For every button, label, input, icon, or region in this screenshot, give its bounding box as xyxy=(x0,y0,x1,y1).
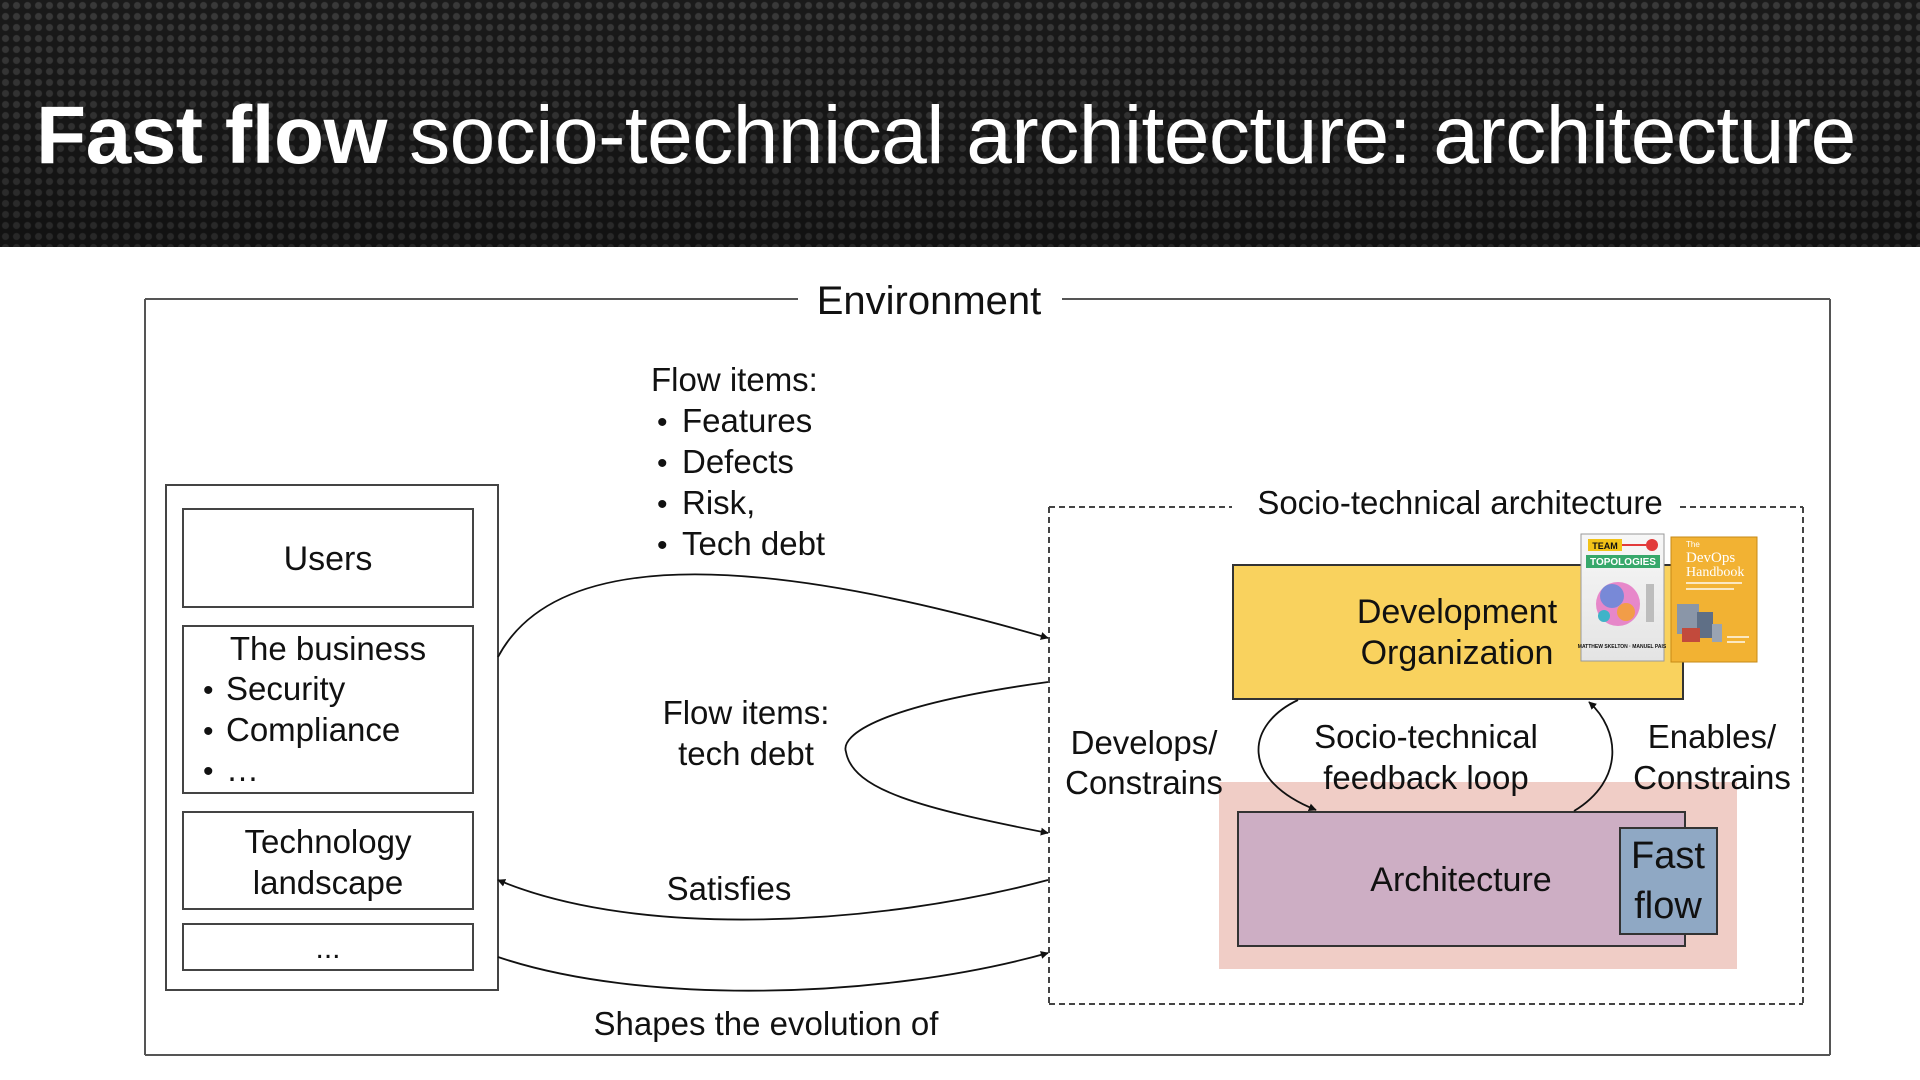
flow-bullet: • xyxy=(657,488,668,521)
flow-bullet: • xyxy=(657,447,668,480)
flow-items-heading: Flow items: xyxy=(651,361,818,398)
flow-bullet: • xyxy=(657,406,668,439)
enables-label-line1: Enables/ xyxy=(1648,718,1777,755)
environment-frame xyxy=(144,298,1831,1056)
more-box xyxy=(182,923,474,971)
sociotech-frame xyxy=(1048,506,1804,1005)
stakeholder-column xyxy=(165,484,499,991)
team-topologies-title-line2: TOPOLOGIES xyxy=(1590,557,1656,568)
feedback-label-line1: Socio-technical xyxy=(1314,718,1538,755)
flow-item-defects: Defects xyxy=(682,443,794,480)
team-topologies-title-line1: TEAM xyxy=(1592,541,1618,551)
slide-title-bold: Fast flow xyxy=(36,90,387,181)
flow-item-tech-debt: Tech debt xyxy=(682,525,825,562)
satisfies-label: Satisfies xyxy=(667,870,792,907)
fast-flow-line2: flow xyxy=(1634,885,1702,927)
business-bullet: • xyxy=(203,755,214,788)
business-box xyxy=(182,625,474,794)
technology-box xyxy=(182,811,474,910)
technology-label-line1: Technology xyxy=(245,823,412,860)
technology-label-line2: landscape xyxy=(253,864,403,901)
tech-debt-flow-line2: tech debt xyxy=(678,735,814,772)
more-label: ... xyxy=(315,932,340,965)
devops-title-line3: Handbook xyxy=(1686,565,1744,580)
business-item-compliance: Compliance xyxy=(226,711,400,748)
flow-bullet: • xyxy=(657,529,668,562)
business-item-more: … xyxy=(226,751,259,788)
title-banner: Fast flow socio-technical architecture: … xyxy=(0,0,1920,247)
fast-flow-line1: Fast xyxy=(1631,835,1705,877)
feedback-label-line2: feedback loop xyxy=(1323,759,1529,796)
enables-label-line2: Constrains xyxy=(1633,759,1791,796)
business-item-security: Security xyxy=(226,670,346,707)
dev-org-label-line2: Organization xyxy=(1361,634,1554,672)
devops-handbook-book: The DevOps Handbook xyxy=(1670,536,1758,663)
devops-title-line1: The xyxy=(1686,540,1700,549)
flow-items-arrow xyxy=(497,573,1049,658)
architecture-box xyxy=(1237,811,1686,947)
flow-item-risk: Risk, xyxy=(682,484,755,521)
architecture-label: Architecture xyxy=(1370,861,1551,899)
team-topologies-book: TEAM TOPOLOGIES MATTHEW SKELTON · MANUEL… xyxy=(1578,533,1667,662)
business-bullet: • xyxy=(203,674,214,707)
develops-arrow xyxy=(1257,699,1317,812)
satisfies-arrow xyxy=(497,879,1049,921)
fast-flow-box xyxy=(1619,827,1718,935)
develops-label-line1: Develops/ xyxy=(1071,724,1219,761)
develops-label-line2: Constrains xyxy=(1065,764,1223,801)
business-title: The business xyxy=(230,630,426,667)
tech-debt-loop-arrow xyxy=(844,681,1049,836)
users-label: Users xyxy=(284,540,373,578)
shapes-evolution-label: Shapes the evolution of xyxy=(594,1005,940,1042)
business-bullet: • xyxy=(203,715,214,748)
flow-item-features: Features xyxy=(682,402,812,439)
environment-label: Environment xyxy=(817,279,1042,323)
tech-debt-flow-line1: Flow items: xyxy=(663,694,830,731)
users-box xyxy=(182,508,474,608)
devops-title-line2: DevOps xyxy=(1686,550,1735,566)
shapes-evolution-arrow xyxy=(497,951,1049,992)
dev-org-label-line1: Development xyxy=(1357,593,1558,631)
banner-texture xyxy=(0,0,1920,247)
sociotech-label: Socio-technical architecture xyxy=(1257,484,1662,521)
team-topologies-authors: MATTHEW SKELTON · MANUEL PAIS xyxy=(1578,644,1667,650)
slide-title-rest: socio-technical architecture: architectu… xyxy=(409,90,1856,181)
enables-arrow xyxy=(1573,701,1614,812)
slide-title: Fast flow socio-technical architecture: … xyxy=(36,86,1856,186)
